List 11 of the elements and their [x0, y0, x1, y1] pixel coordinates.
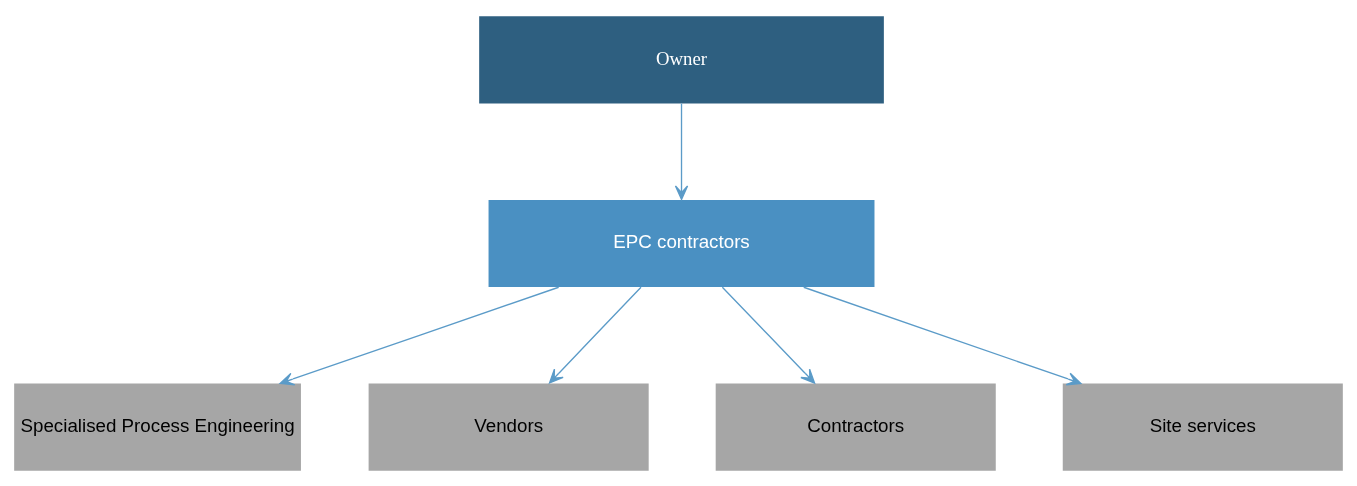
node-box: Vendors — [368, 383, 649, 471]
arrow — [721, 286, 816, 384]
arrow — [674, 102, 689, 200]
node-box: Contractors — [715, 383, 996, 471]
node-box: EPC contractors — [488, 199, 875, 287]
node-box: Owner — [479, 15, 884, 103]
arrow — [279, 286, 560, 385]
arrow — [548, 286, 642, 384]
node-box: Specialised Process Engineering — [14, 383, 301, 471]
node-box: Site services — [1062, 383, 1343, 471]
arrow — [803, 286, 1082, 385]
